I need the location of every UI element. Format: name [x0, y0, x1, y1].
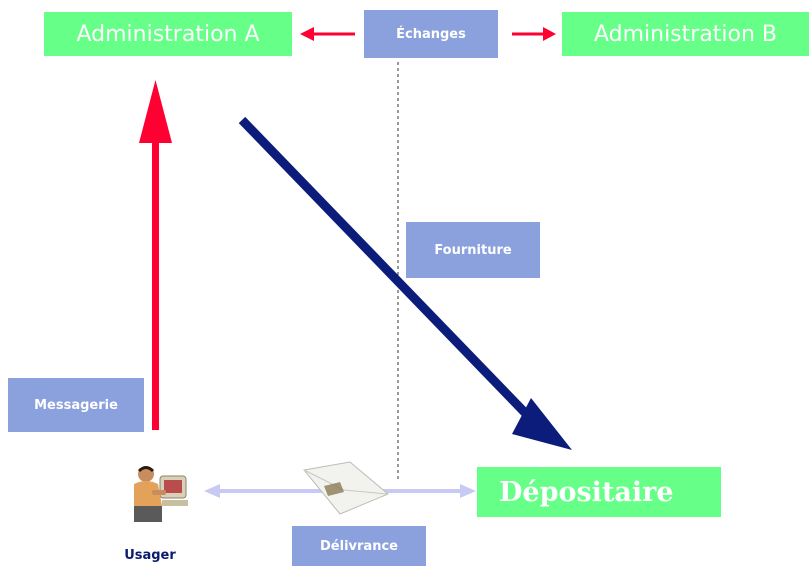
node-administration-a: Administration A: [44, 12, 292, 56]
label-echanges-text: Échanges: [396, 26, 466, 42]
node-administration-a-label: Administration A: [76, 21, 260, 47]
node-administration-b: Administration B: [562, 12, 809, 56]
usager-label: Usager: [124, 548, 176, 563]
label-fourniture: Fourniture: [406, 222, 540, 278]
envelope-icon: [303, 461, 389, 515]
messagerie-arrow: [139, 80, 172, 430]
label-echanges: Échanges: [364, 10, 498, 58]
echanges-arrow-left: [300, 27, 355, 41]
label-messagerie: Messagerie: [8, 378, 144, 432]
fourniture-arrow: [238, 116, 572, 450]
node-administration-b-label: Administration B: [593, 21, 778, 47]
label-fourniture-text: Fourniture: [434, 242, 512, 258]
echanges-arrow-right: [512, 27, 556, 41]
label-delivrance-text: Délivrance: [320, 538, 398, 554]
person-at-computer-icon: [134, 466, 188, 522]
node-depositaire: Dépositaire: [477, 467, 721, 517]
label-delivrance: Délivrance: [292, 526, 426, 566]
label-messagerie-text: Messagerie: [34, 397, 118, 413]
node-depositaire-label: Dépositaire: [499, 476, 674, 508]
